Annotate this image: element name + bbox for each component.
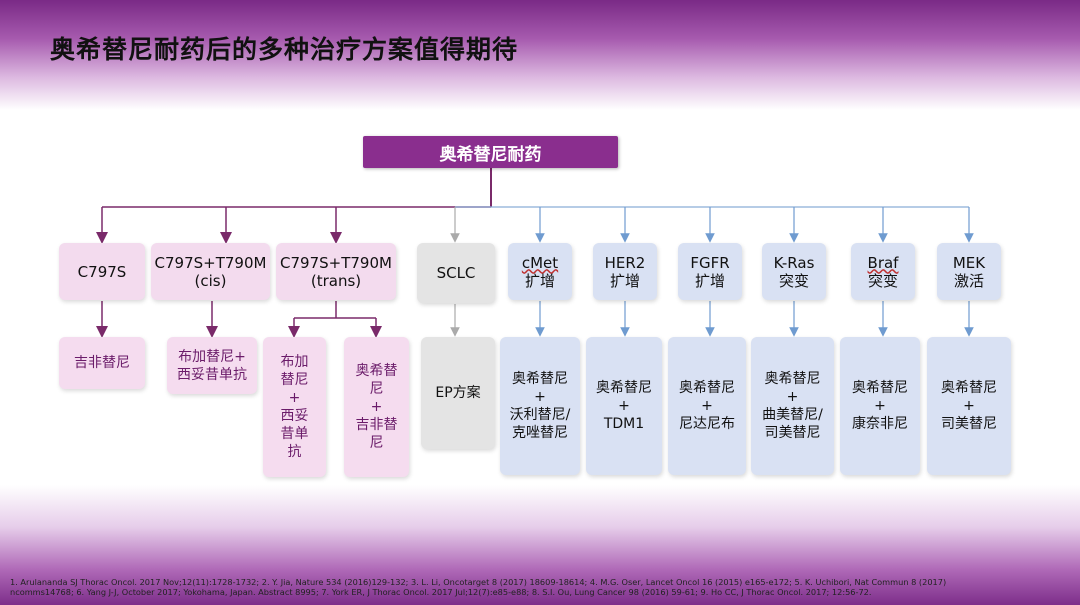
node-cis-therapy-line1: 布加替尼+ [178, 348, 246, 365]
node-cmet-therapy: 奥希替尼 + 沃利替尼/ 克唑替尼 [500, 337, 580, 475]
node-kras-therapy-line3: 曲美替尼/ [762, 407, 823, 423]
node-cmet-therapy-line4: 克唑替尼 [512, 425, 568, 441]
references-footnote: 1. Arulananda SJ Thorac Oncol. 2017 Nov;… [10, 577, 947, 597]
node-cmet-therapy-line1: 奥希替尼 [512, 371, 568, 387]
node-trans-a-line4: 西妥 [280, 408, 309, 424]
node-cis-line2: (cis) [194, 271, 227, 290]
node-fgfr-therapy-line2: + [701, 398, 713, 414]
node-braf-therapy-line1: 奥希替尼 [852, 380, 908, 396]
node-gefitinib: 吉非替尼 [59, 337, 145, 389]
header-gradient [0, 0, 1080, 110]
node-trans-line2: (trans) [310, 271, 362, 290]
slide-title: 奥希替尼耐药后的多种治疗方案值得期待 [50, 35, 519, 64]
node-mek: MEK 激活 [937, 243, 1001, 300]
node-braf-therapy: 奥希替尼 + 康奈非尼 [840, 337, 920, 475]
node-fgfr-therapy-line3: 尼达尼布 [679, 416, 735, 432]
node-braf-line1: Braf [867, 253, 899, 272]
node-cmet-line2: 扩增 [524, 271, 555, 290]
node-her2-therapy: 奥希替尼 + TDM1 [586, 337, 662, 475]
node-braf-line2: 突变 [867, 271, 898, 290]
node-fgfr-therapy-line1: 奥希替尼 [679, 380, 735, 396]
node-fgfr-line1: FGFR [690, 253, 730, 272]
node-cmet-line1: cMet [521, 253, 559, 272]
node-mek-therapy-line1: 奥希替尼 [941, 380, 997, 396]
node-mek-therapy: 奥希替尼 + 司美替尼 [927, 337, 1011, 475]
node-fgfr: FGFR 扩增 [678, 243, 742, 300]
node-trans-therapy-b: 奥希替 尼 + 吉非替 尼 [344, 337, 409, 477]
node-her2-therapy-line1: 奥希替尼 [596, 380, 652, 396]
node-cis-therapy-line2: 西妥昔单抗 [177, 366, 247, 383]
node-her2-line2: 扩增 [609, 271, 640, 290]
node-trans-a-line3: + [288, 390, 301, 406]
node-ep-regimen: EP方案 [421, 337, 495, 449]
node-mek-line2: 激活 [953, 271, 984, 290]
node-brigatinib-cetuximab: 布加替尼+ 西妥昔单抗 [167, 337, 257, 394]
node-sclc: SCLC [417, 243, 495, 303]
node-kras-therapy: 奥希替尼 + 曲美替尼/ 司美替尼 [751, 337, 834, 475]
node-trans-therapy-a: 布加 替尼 + 西妥 昔单 抗 [263, 337, 326, 477]
node-c797s: C797S [59, 243, 145, 300]
node-gefitinib-label: 吉非替尼 [74, 355, 130, 371]
node-kras-line1: K-Ras [773, 253, 815, 272]
node-ep-label: EP方案 [435, 385, 481, 401]
footer-gradient [0, 485, 1080, 605]
node-fgfr-therapy: 奥希替尼 + 尼达尼布 [668, 337, 746, 475]
node-trans-b-line3: + [370, 399, 383, 415]
node-her2-therapy-line2: + [618, 398, 630, 414]
node-trans-a-line5: 昔单 [280, 426, 309, 442]
node-kras-therapy-line1: 奥希替尼 [764, 371, 821, 387]
node-kras: K-Ras 突变 [762, 243, 826, 300]
node-c797s-label: C797S [77, 262, 127, 281]
node-her2: HER2 扩增 [593, 243, 657, 300]
node-kras-therapy-line4: 司美替尼 [764, 425, 821, 441]
node-braf-therapy-line3: 康奈非尼 [852, 416, 908, 432]
node-trans-a-line2: 替尼 [280, 372, 309, 388]
node-her2-line1: HER2 [604, 253, 646, 272]
node-fgfr-line2: 扩增 [694, 271, 725, 290]
node-trans-a-line1: 布加 [280, 354, 309, 370]
node-kras-therapy-line2: + [786, 389, 799, 405]
node-trans-b-line5: 尼 [369, 435, 384, 451]
node-kras-line2: 突变 [778, 271, 809, 290]
node-mek-therapy-line3: 司美替尼 [941, 416, 997, 432]
node-trans-b-line2: 尼 [369, 381, 384, 397]
node-cis-line1: C797S+T790M [154, 253, 267, 272]
node-cmet-therapy-line2: + [534, 389, 546, 405]
node-cmet: cMet 扩增 [508, 243, 572, 300]
node-mek-line1: MEK [952, 253, 986, 272]
node-cmet-therapy-line3: 沃利替尼/ [509, 407, 571, 423]
node-cis: C797S+T790M (cis) [151, 243, 270, 300]
node-braf-therapy-line2: + [874, 398, 886, 414]
node-trans-b-line1: 奥希替 [355, 363, 398, 379]
node-mek-therapy-line2: + [963, 398, 975, 414]
root-node-osimertinib-resistance: 奥希替尼耐药 [363, 136, 618, 168]
node-trans-b-line4: 吉非替 [355, 417, 398, 433]
node-her2-therapy-line3: TDM1 [603, 416, 645, 432]
node-trans-a-line6: 抗 [287, 444, 302, 460]
node-trans-line1: C797S+T790M [280, 253, 392, 272]
node-braf: Braf 突变 [851, 243, 915, 300]
node-trans: C797S+T790M (trans) [276, 243, 396, 300]
node-sclc-label: SCLC [436, 264, 476, 282]
